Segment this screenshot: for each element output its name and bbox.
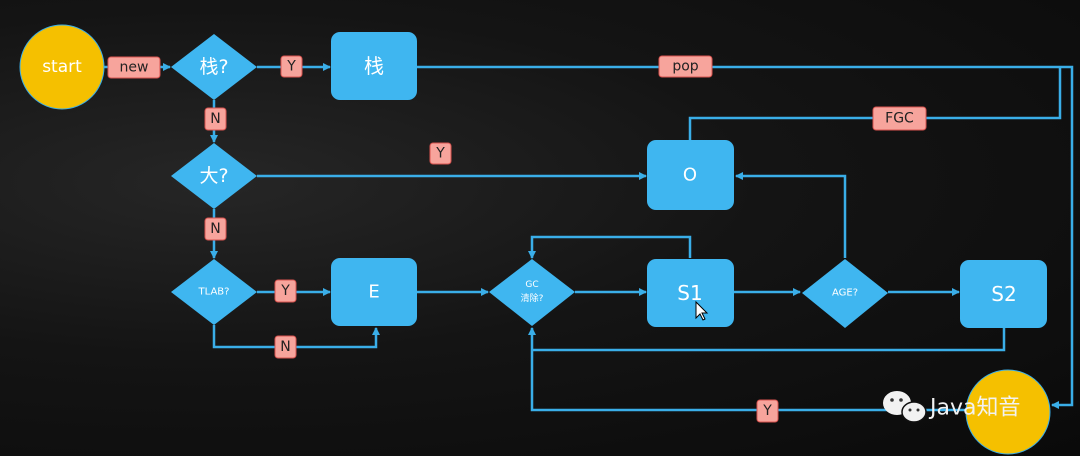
label-stack-yes-text: Y bbox=[286, 59, 296, 75]
label-tlab-no-text: N bbox=[280, 339, 290, 355]
label-big-yes-text: Y bbox=[435, 146, 445, 162]
label-tlab-no: N bbox=[274, 335, 297, 359]
watermark: Java知音 bbox=[883, 391, 1020, 423]
label-pop-text: pop bbox=[672, 59, 698, 75]
gc-clear-decision: GC 清除? bbox=[489, 259, 575, 326]
edge-s1-gc bbox=[528, 235, 692, 259]
age-decision: AGE? bbox=[802, 259, 888, 328]
edge-stack-end bbox=[417, 65, 1074, 409]
age-check-label: AGE? bbox=[832, 288, 858, 299]
label-big-no-text: N bbox=[210, 221, 220, 237]
label-big-no: N bbox=[204, 217, 227, 241]
tlab-check-label: TLAB? bbox=[198, 287, 230, 298]
tlab-decision: TLAB? bbox=[171, 259, 257, 325]
mouse-cursor-icon bbox=[695, 300, 709, 321]
stack-check-decision: 栈? bbox=[171, 34, 257, 100]
start-node: start bbox=[19, 24, 105, 110]
label-fgc-text: FGC bbox=[885, 111, 914, 127]
eden-box: E bbox=[331, 258, 417, 326]
label-stack-yes: Y bbox=[280, 55, 303, 78]
old-box-label: O bbox=[683, 165, 697, 186]
label-gc-yes-text: Y bbox=[762, 403, 772, 419]
label-new: new bbox=[107, 56, 161, 79]
s1-box: S1 bbox=[647, 259, 734, 327]
label-big-yes: Y bbox=[429, 142, 452, 165]
label-stack-no: N bbox=[204, 107, 227, 131]
label-new-text: new bbox=[120, 60, 149, 76]
stack-box: 栈 bbox=[331, 32, 417, 100]
big-check-label: 大? bbox=[199, 165, 228, 187]
end-node bbox=[965, 369, 1051, 455]
eden-box-label: E bbox=[368, 282, 379, 303]
stack-box-label: 栈 bbox=[364, 54, 384, 78]
label-tlab-yes-text: Y bbox=[280, 283, 290, 299]
stack-check-label: 栈? bbox=[199, 56, 228, 78]
wechat-icon bbox=[883, 391, 927, 423]
edge-age-old bbox=[735, 172, 847, 258]
start-label: start bbox=[42, 57, 82, 77]
watermark-text: Java知音 bbox=[928, 396, 1020, 421]
label-fgc: FGC bbox=[872, 106, 927, 131]
label-stack-no-text: N bbox=[210, 111, 220, 127]
s2-box-label: S2 bbox=[991, 282, 1016, 306]
gc-check-label-1: GC bbox=[525, 280, 538, 290]
label-tlab-yes: Y bbox=[274, 279, 297, 303]
big-object-decision: 大? bbox=[171, 143, 257, 209]
s2-box: S2 bbox=[960, 260, 1047, 328]
gc-check-label-2: 清除? bbox=[521, 292, 544, 304]
label-gc-yes: Y bbox=[756, 399, 779, 423]
edge-s2-gc bbox=[532, 328, 1006, 352]
label-pop: pop bbox=[658, 55, 713, 78]
old-gen-box: O bbox=[647, 140, 734, 210]
edge-end-gc bbox=[528, 327, 968, 412]
s1-box-label: S1 bbox=[677, 281, 702, 305]
